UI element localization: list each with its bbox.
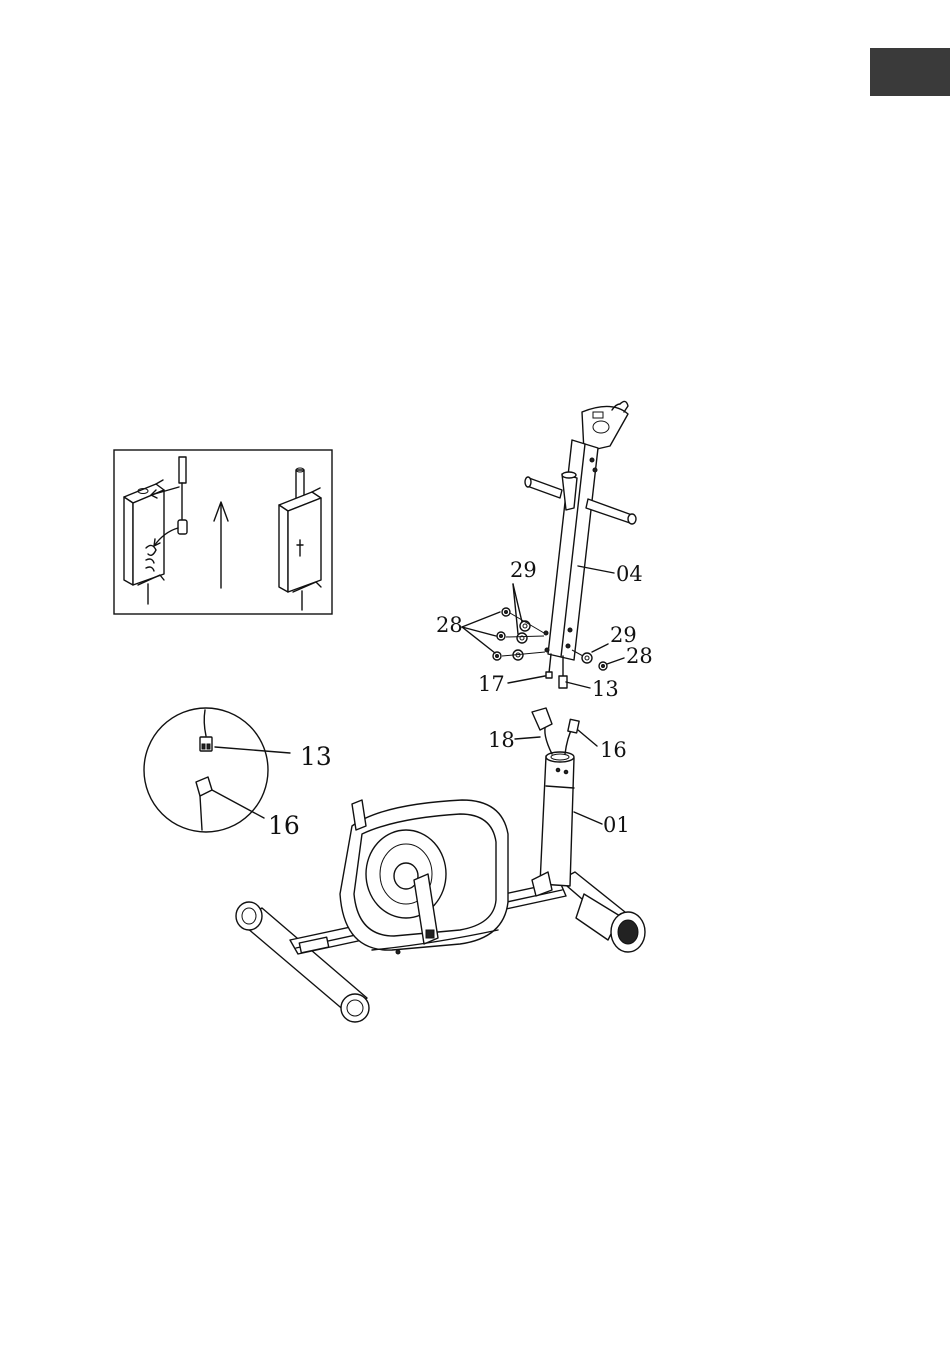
bolt-28 xyxy=(493,608,510,660)
label-18: 18 xyxy=(488,728,515,752)
inset-detail xyxy=(114,450,332,614)
label-28-right: 28 xyxy=(626,644,653,668)
callout-label-16: 16 xyxy=(268,811,300,840)
label-17: 17 xyxy=(478,672,505,696)
label-28-left: 28 xyxy=(436,613,463,637)
corner-tab xyxy=(870,48,950,96)
label-29-upper: 29 xyxy=(510,558,537,582)
label-01: 01 xyxy=(603,813,630,837)
flywheel-housing xyxy=(340,800,508,954)
bolt-set-left xyxy=(462,584,545,660)
bolt-set-right xyxy=(572,644,624,670)
label-16: 16 xyxy=(600,738,627,762)
callout-label-13: 13 xyxy=(300,742,332,771)
label-13: 13 xyxy=(592,677,619,701)
label-04: 04 xyxy=(616,562,643,586)
